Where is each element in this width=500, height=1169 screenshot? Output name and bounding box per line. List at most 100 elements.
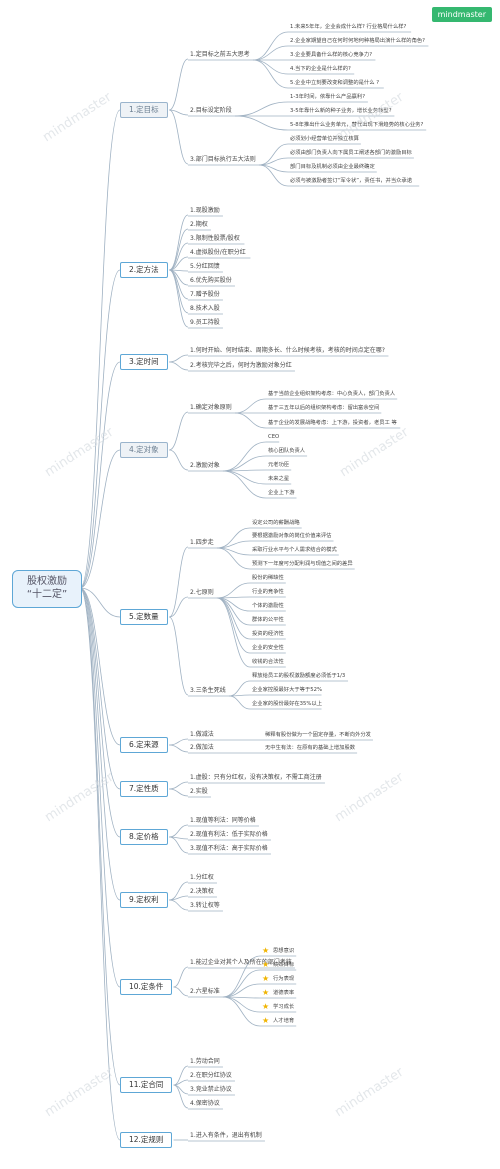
subtopic-2-7[interactable]: 7.赠予股份 [190,291,220,298]
detail-6-1-1[interactable]: 稀释有股份做为一个固定存量，不断向外分发 [265,732,371,738]
subtopic-2-2[interactable]: 2.期权 [190,221,208,228]
topic-5[interactable]: 5.定数量 [120,609,168,625]
detail-1-1-1[interactable]: 1.未来5年年，企业会成什么样? 行业格局什么样? [290,24,407,30]
subtopic-2-5[interactable]: 5.分红回馈 [190,263,220,270]
detail-5-2-6[interactable]: 企业的安全性 [252,645,284,651]
topic-9[interactable]: 9.定权利 [120,892,168,908]
detail-4-2-5[interactable]: 企业上下游 [268,490,295,496]
subtopic-7-1[interactable]: 1.虚股：只有分红权，没有决策权，不需工商注册 [190,774,322,781]
topic-12[interactable]: 12.定规则 [120,1132,173,1148]
detail-4-2-3[interactable]: 元老功臣 [268,462,290,468]
detail-1-2-1[interactable]: 1-3年时间，依靠什么产品赢利? [290,94,366,100]
subtopic-2-6[interactable]: 6.优先购买股份 [190,277,232,284]
subtopic-8-2[interactable]: 2.现值有利法：低于实际价格 [190,831,268,838]
detail-5-2-1[interactable]: 股份的稀缺性 [252,575,284,581]
topic-8[interactable]: 8.定价格 [120,829,168,845]
connector-line [169,411,189,451]
topic-6[interactable]: 6.定来源 [120,737,168,753]
subtopic-1-2[interactable]: 2.目标设定阶段 [190,107,232,114]
detail-10-2-2[interactable]: 绩效目标 [273,962,295,968]
subtopic-7-2[interactable]: 2.实股 [190,788,208,795]
subtopic-5-1[interactable]: 1.四步走 [190,539,214,546]
subtopic-2-9[interactable]: 9.员工持股 [190,319,220,326]
subtopic-2-8[interactable]: 8.技术入股 [190,305,220,312]
subtopic-8-3[interactable]: 3.现值不利法：高于实际价格 [190,845,268,852]
detail-5-3-2[interactable]: 企业家控股最好大于等于52% [252,687,323,693]
subtopic-2-3[interactable]: 3.限制性股票/股权 [190,235,240,242]
detail-1-2-3[interactable]: 5-8年推出什么业务单元，替代出现下滑趋势的核心业务? [290,122,424,128]
subtopic-9-1[interactable]: 1.分红权 [190,874,214,881]
subtopic-1-1[interactable]: 1.定目标之前五大思考 [190,51,250,58]
detail-10-2-1[interactable]: 思想意识 [273,948,295,954]
root-topic[interactable]: 股权激励 “十二定” [12,570,82,608]
detail-10-2-5[interactable]: 学习成长 [273,1004,295,1010]
subtopic-5-2[interactable]: 2.七原则 [190,589,214,596]
detail-1-1-5[interactable]: 5.企业中立刻要改变和调整的是什么 ? [290,80,380,86]
topic-4[interactable]: 4.定对象 [120,442,168,458]
detail-10-2-4[interactable]: 道德表率 [273,990,295,996]
connector-line [79,449,121,589]
connector-line [252,45,289,61]
connector-line [216,597,251,668]
connector-line [169,899,189,911]
subtopic-8-1[interactable]: 1.现值等利法：同等价格 [190,817,256,824]
subtopic-11-2[interactable]: 2.在职分红协议 [190,1072,232,1079]
subtopic-4-2[interactable]: 2.激励对象 [190,462,220,469]
topic-2[interactable]: 2.定方法 [120,262,168,278]
detail-10-2-3[interactable]: 行为表现 [273,976,295,982]
detail-4-1-3[interactable]: 基于企业的发展战略考虑：上下游，投资者，老员工 等 [268,420,397,426]
detail-5-3-3[interactable]: 企业家的股份最好在35%以上 [252,701,323,707]
detail-4-2-4[interactable]: 未来之星 [268,476,290,482]
subtopic-9-2[interactable]: 2.决策权 [190,888,214,895]
subtopic-5-3[interactable]: 3.三条生死线 [190,687,226,694]
detail-5-1-2[interactable]: 要根据激励对象的岗位价值来评估 [252,533,332,539]
detail-1-1-3[interactable]: 3.企业要具备什么样的核心竞争力? [290,52,373,58]
subtopic-2-1[interactable]: 1.现股激励 [190,207,220,214]
detail-4-2-2[interactable]: 核心团队负责人 [268,448,306,454]
subtopic-4-1[interactable]: 1.确定对象原则 [190,404,232,411]
detail-5-2-2[interactable]: 行业的竞争性 [252,589,284,595]
topic-7[interactable]: 7.定性质 [120,781,168,797]
subtopic-6-1[interactable]: 1.做减法 [190,731,214,738]
connector-line [169,781,189,790]
subtopic-3-2[interactable]: 2.考核完毕之后，何时为激励对象分红 [190,362,292,369]
subtopic-2-4[interactable]: 4.虚拟股份/在职分红 [190,249,246,256]
subtopic-3-1[interactable]: 1.何时开始、何时结束、周期多长、什么时候考核，考核的时间点定在哪? [190,347,385,354]
detail-1-3-1[interactable]: 必须划小经营单位并独立核算 [290,136,359,142]
detail-5-2-5[interactable]: 投资的经济性 [252,631,284,637]
detail-5-1-1[interactable]: 设定公司的薪酬战略 [252,520,300,526]
detail-1-1-2[interactable]: 2.企业家期望自己在何时何地何种格局出演什么样的角色? [290,38,425,44]
detail-10-2-6[interactable]: 人才培育 [273,1018,295,1024]
subtopic-11-1[interactable]: 1.劳动合同 [190,1058,220,1065]
detail-1-3-4[interactable]: 必须与被激励者签订“军令状”，责任书，并当众承诺 [290,178,413,184]
detail-1-3-2[interactable]: 必须由部门负责人向下属员工阐述各部门的激励目标 [290,150,412,156]
topic-11[interactable]: 11.定合同 [120,1077,173,1093]
connector-line [222,955,261,998]
subtopic-10-2[interactable]: 2.六星标准 [190,988,220,995]
detail-4-1-2[interactable]: 基于三五年以后的组织架构考虑：留出富余空间 [268,405,380,411]
topic-3[interactable]: 3.定时间 [120,354,168,370]
subtopic-6-2[interactable]: 2.做加法 [190,744,214,751]
connector-line [79,587,121,838]
detail-5-2-7[interactable]: 收钱的合法性 [252,659,284,665]
detail-5-1-3[interactable]: 采取行业水平与个人需求结合的模式 [252,547,337,553]
subtopic-12-1[interactable]: 1.进入有条件，退出有机制 [190,1132,262,1139]
detail-5-2-4[interactable]: 群体的公平性 [252,617,284,623]
detail-5-1-4[interactable]: 预测下一年度可分配利润与现值之间的差异 [252,561,353,567]
topic-10[interactable]: 10.定条件 [120,979,173,995]
detail-5-3-1[interactable]: 释放给员工的股权激励额度必须低于1/3 [252,673,346,679]
subtopic-11-3[interactable]: 3.竞业禁止协议 [190,1086,232,1093]
topic-1[interactable]: 1.定目标 [120,102,168,118]
connector-line [79,587,121,746]
detail-4-2-1[interactable]: CEO [268,434,280,440]
subtopic-11-4[interactable]: 4.保密协议 [190,1100,220,1107]
subtopic-1-3[interactable]: 3.部门目标执行五大法则 [190,156,256,163]
detail-6-2-1[interactable]: 无中生有法：在原有的基础上增加股数 [265,745,356,751]
subtopic-10-1[interactable]: 1.能过企业对其个人及所在的部门考核 [190,959,292,966]
subtopic-9-3[interactable]: 3.转让权等 [190,902,220,909]
detail-1-2-2[interactable]: 3-5年靠什么新的种子业务，增长业务转型? [290,108,392,114]
detail-1-1-4[interactable]: 4.当下的企业是什么样的? [290,66,351,72]
detail-5-2-3[interactable]: 个体的激励性 [252,603,284,609]
detail-4-1-1[interactable]: 基于当前企业组织架构考虑：中心负责人，部门负责人 [268,391,396,397]
detail-1-3-3[interactable]: 部门目标及机制必须由企业最终确定 [290,164,375,170]
